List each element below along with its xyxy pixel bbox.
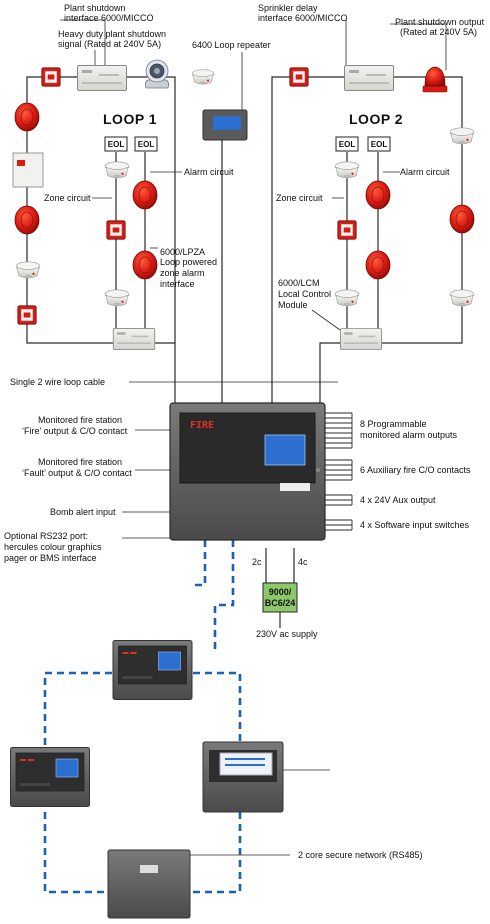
interface-module-icon[interactable]	[344, 64, 394, 92]
plant-shutdown-output-label-1: Plant shutdown output	[395, 17, 485, 27]
smoke-detector-icon[interactable]	[104, 161, 130, 179]
lcm-label-2: Local Control	[278, 289, 331, 299]
plant-shutdown-interface-label-1: Plant shutdown	[64, 3, 126, 13]
output-terminals	[325, 412, 353, 531]
supply-label: 230V ac supply	[256, 629, 318, 639]
psu-unit[interactable]: 9000/ BC6/24	[262, 582, 298, 613]
rs232-label-2: hercules colour graphics	[4, 542, 102, 552]
smoke-detector-icon[interactable]	[191, 69, 215, 86]
lpza-label-4: interface	[160, 279, 195, 289]
zone-circuit-label-2: Zone circuit	[276, 193, 323, 203]
heavy-duty-label-1: Heavy duty plant shutdown	[58, 29, 166, 39]
eol-markers: EOL EOL EOL EOL	[104, 136, 391, 152]
eol-label: EOL	[138, 140, 155, 149]
lpza-label-3: zone alarm	[160, 268, 205, 278]
panel-fire-indicator: FIRE	[190, 420, 214, 431]
sounder-icon[interactable]	[14, 102, 40, 132]
eol-label: EOL	[371, 140, 388, 149]
loop1-title: LOOP 1	[103, 111, 157, 127]
loop-repeater-label: 6400 Loop repeater	[192, 40, 271, 50]
smoke-detector-icon[interactable]	[449, 289, 475, 307]
plant-shutdown-output-label-2: (Rated at 240V 5A)	[400, 27, 477, 37]
zone-circuit-label-1: Zone circuit	[44, 193, 91, 203]
sounder-icon[interactable]	[365, 180, 391, 210]
labels: Plant shutdown interface 6000/MICCO Heav…	[4, 3, 485, 860]
rs485-network	[43, 540, 242, 894]
manual-call-point-icon[interactable]	[17, 305, 37, 325]
smoke-detector-icon[interactable]	[334, 289, 360, 307]
alarm-circuit-label-1: Alarm circuit	[184, 167, 234, 177]
cable-2c-label: 2c	[252, 557, 262, 567]
smoke-detector-icon[interactable]	[334, 161, 360, 179]
manual-call-point-icon[interactable]	[337, 220, 357, 240]
sounder-icon[interactable]	[132, 180, 158, 210]
bomb-alert-label: Bomb alert input	[50, 507, 116, 517]
prog-outputs-label-1: 8 Programmable	[360, 419, 427, 429]
rs232-label-1: Optional RS232 port:	[4, 531, 88, 541]
eol-label: EOL	[339, 140, 356, 149]
manual-call-point-icon[interactable]	[106, 220, 126, 240]
heavy-duty-label-2: signal (Rated at 240V 5A)	[58, 39, 161, 49]
network-panel-left[interactable]	[10, 746, 90, 808]
psu-label-line2: BC6/24	[265, 598, 296, 608]
loop2-title: LOOP 2	[349, 111, 403, 127]
network-panel-top[interactable]	[112, 640, 193, 700]
monitored-fire-label-1: Monitored fire station	[38, 415, 122, 425]
prog-outputs-label-2: monitored alarm outputs	[360, 430, 458, 440]
lpza-label-2: Loop powered	[160, 257, 217, 267]
eol-label: EOL	[108, 140, 125, 149]
lcm-label-3: Module	[278, 300, 308, 310]
sounder-icon[interactable]	[449, 204, 475, 234]
plant-spider-icon[interactable]	[144, 59, 170, 89]
aux-fire-label: 6 Auxiliary fire C/O contacts	[360, 465, 471, 475]
smoke-detector-icon[interactable]	[15, 261, 41, 279]
network-panel-right[interactable]	[202, 741, 284, 813]
lcm-module-icon[interactable]	[340, 328, 382, 350]
alarm-circuit-label-2: Alarm circuit	[400, 167, 450, 177]
monitored-fire-label-2: ‘Fire’ output & C/O contact	[22, 426, 128, 436]
sprinkler-delay-label-1: Sprinkler delay	[258, 3, 318, 13]
network-label: 2 core secure network (RS485)	[298, 850, 423, 860]
sprinkler-delay-label-2: interface 6000/MICCO	[258, 13, 348, 23]
network-panel-bottom[interactable]	[107, 849, 191, 919]
sw-inputs-label: 4 x Software input switches	[360, 520, 470, 530]
psu-label-line1: 9000/	[269, 587, 292, 597]
interface-module-icon[interactable]	[77, 64, 127, 92]
monitored-fault-label-2: ‘Fault’ output & C/O contact	[22, 468, 132, 478]
sounder-icon[interactable]	[14, 205, 40, 235]
sounder-icon[interactable]	[365, 250, 391, 280]
loop-cable-label: Single 2 wire loop cable	[10, 377, 105, 387]
manual-call-point-icon[interactable]	[289, 67, 309, 87]
lpza-label-1: 6000/LPZA	[160, 247, 205, 257]
aux-24v-label: 4 x 24V Aux output	[360, 495, 436, 505]
manual-call-point-icon[interactable]	[41, 67, 61, 87]
monitored-fault-label-1: Monitored fire station	[38, 457, 122, 467]
beacon-icon[interactable]	[422, 66, 448, 93]
main-fire-panel[interactable]: FIRE	[169, 402, 326, 541]
sounder-icon[interactable]	[132, 250, 158, 280]
leader-lines	[60, 19, 447, 856]
control-unit-icon[interactable]	[12, 152, 44, 188]
panel-screen	[264, 434, 306, 466]
loop2-devices[interactable]	[289, 64, 475, 350]
rs232-label-3: pager or BMS interface	[4, 553, 97, 563]
plant-shutdown-interface-label-2: interface 6000/MICCO	[64, 13, 154, 23]
lcm-label-1: 6000/LCM	[278, 278, 320, 288]
repeater-screen	[213, 116, 241, 130]
smoke-detector-icon[interactable]	[104, 289, 130, 307]
lpza-interface-icon[interactable]	[112, 328, 156, 350]
loop1-devices[interactable]	[12, 59, 248, 350]
cable-4c-label: 4c	[298, 557, 308, 567]
smoke-detector-icon[interactable]	[449, 127, 475, 145]
